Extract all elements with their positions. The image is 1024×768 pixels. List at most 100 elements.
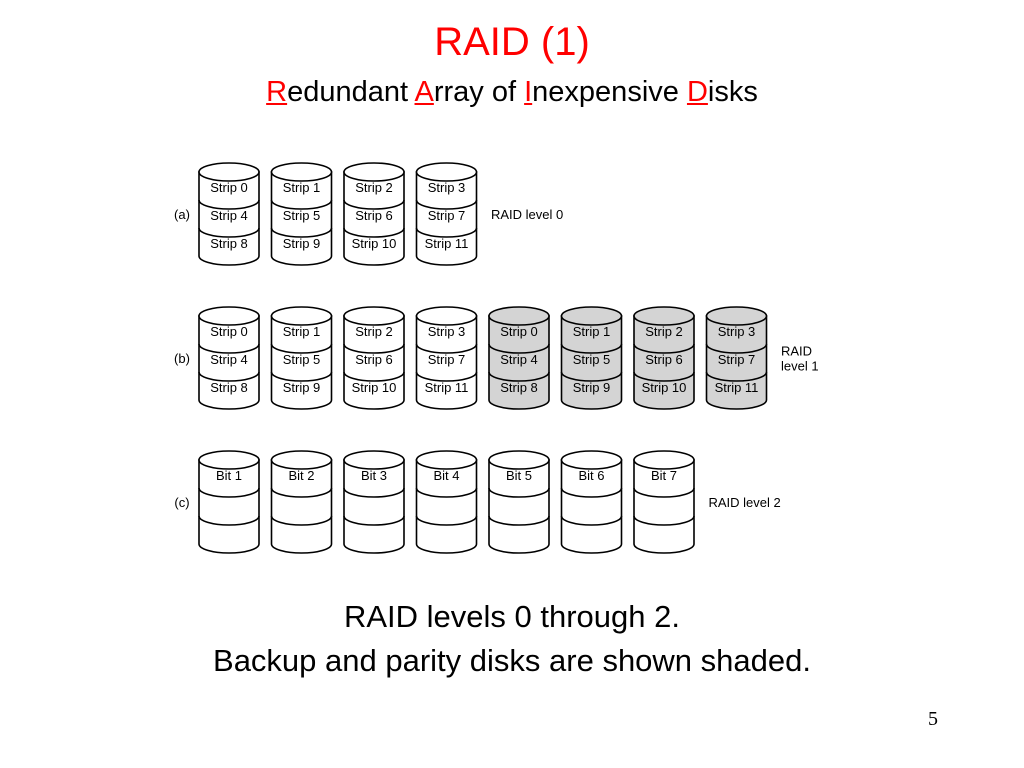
disk-divider (633, 515, 695, 526)
caption-line-1: RAID levels 0 through 2. (343, 599, 680, 634)
subtitle-initial-d: D (686, 76, 708, 108)
strip-label: Strip 5 (283, 208, 321, 223)
disk-divider (415, 487, 478, 498)
strip-label: Bit 2 (288, 468, 314, 483)
strip-label: Bit 6 (578, 468, 604, 483)
disk-divider (415, 371, 478, 382)
strip-label: Strip 4 (210, 352, 248, 367)
strip-label: Strip 11 (715, 380, 759, 395)
disk-body (415, 315, 478, 410)
disk-divider (343, 343, 405, 354)
strip-label: Strip 7 (428, 352, 466, 367)
disk-divider (415, 199, 478, 210)
disk: Bit 1 (198, 450, 260, 554)
strip-label: Strip 1 (573, 324, 611, 339)
slide-subtitle: Redundant Array of Inexpensive Disks (0, 74, 1024, 110)
disk-body (343, 315, 405, 410)
disk: Bit 3 (343, 450, 405, 554)
strip-label: Strip 6 (355, 208, 393, 223)
disk: Strip 0 Strip 4 Strip 8 (198, 306, 260, 410)
disk-divider (270, 227, 333, 238)
disk-divider (488, 371, 550, 382)
disk-top-cap (270, 450, 333, 470)
disk-body (270, 171, 333, 266)
strip-label: Strip 10 (642, 380, 687, 395)
strip-label: Strip 4 (210, 208, 248, 223)
raid-level-label: level 1 (781, 359, 819, 374)
strip-label: Strip 9 (573, 380, 611, 395)
disk-top-cap (633, 306, 695, 326)
strip-label: Strip 0 (500, 324, 538, 339)
backup-disk: Strip 1 Strip 5 Strip 9 (560, 306, 623, 410)
subtitle-word-inexpensive: nexpensive (532, 76, 687, 108)
disk: Strip 3 Strip 7 Strip 11 (415, 306, 478, 410)
disk-body (198, 171, 260, 266)
strip-label: Strip 0 (210, 324, 248, 339)
disk-divider (488, 487, 550, 498)
strip-label: Strip 5 (573, 352, 611, 367)
subtitle-initial-i: I (524, 76, 533, 108)
strip-label: Strip 11 (425, 236, 469, 251)
strip-label: Strip 1 (283, 324, 321, 339)
strip-label: Strip 8 (500, 380, 538, 395)
caption-line-2: Backup and parity disks are shown shaded… (213, 643, 811, 678)
strip-label: Strip 1 (283, 180, 321, 195)
disk-divider (560, 371, 623, 382)
disk-divider (198, 487, 260, 498)
subtitle-initial-a: A (414, 76, 434, 108)
strip-label: Strip 7 (718, 352, 756, 367)
disk-divider (198, 199, 260, 210)
disk-divider (270, 199, 333, 210)
disk-divider (198, 515, 260, 526)
disk-top-cap (560, 450, 623, 470)
strip-label: Strip 5 (283, 352, 321, 367)
strip-label: Bit 5 (506, 468, 532, 483)
disk-top-cap (560, 306, 623, 326)
disk-divider (343, 487, 405, 498)
disk-divider (633, 343, 695, 354)
strip-label: Bit 4 (433, 468, 459, 483)
disk-divider (633, 487, 695, 498)
disk-divider (270, 515, 333, 526)
raid-level-label: RAID level 2 (709, 495, 781, 510)
disk-body (270, 315, 333, 410)
disk-body (198, 315, 260, 410)
disk-divider (198, 371, 260, 382)
disk-top-cap (270, 162, 333, 182)
disk-divider (560, 343, 623, 354)
disk-top-cap (488, 450, 550, 470)
disk-body (560, 315, 623, 410)
disk-divider (415, 515, 478, 526)
strip-label: Strip 11 (425, 380, 469, 395)
disk-body (705, 315, 768, 410)
disk-body (488, 459, 550, 554)
strip-label: Strip 3 (428, 324, 466, 339)
disk: Bit 2 (270, 450, 333, 554)
disk-top-cap (198, 162, 260, 182)
raid-level-label: RAID (781, 344, 812, 359)
disk-divider (633, 371, 695, 382)
disk-divider (270, 371, 333, 382)
strip-label: Strip 2 (355, 324, 393, 339)
disk-top-cap (415, 450, 478, 470)
disk-body (488, 315, 550, 410)
disk-divider (705, 371, 768, 382)
strip-label: Strip 4 (500, 352, 538, 367)
disk-body (415, 459, 478, 554)
slide-title: RAID (1) (434, 20, 590, 64)
raid-level-label: RAID level 0 (491, 207, 563, 222)
strip-label: Strip 2 (355, 180, 393, 195)
disk-divider (705, 343, 768, 354)
disk-body (415, 171, 478, 266)
disk-body (343, 459, 405, 554)
disk-top-cap (270, 306, 333, 326)
strip-label: Strip 8 (210, 380, 248, 395)
disk-divider (343, 371, 405, 382)
row-tag: (a) (174, 207, 190, 222)
